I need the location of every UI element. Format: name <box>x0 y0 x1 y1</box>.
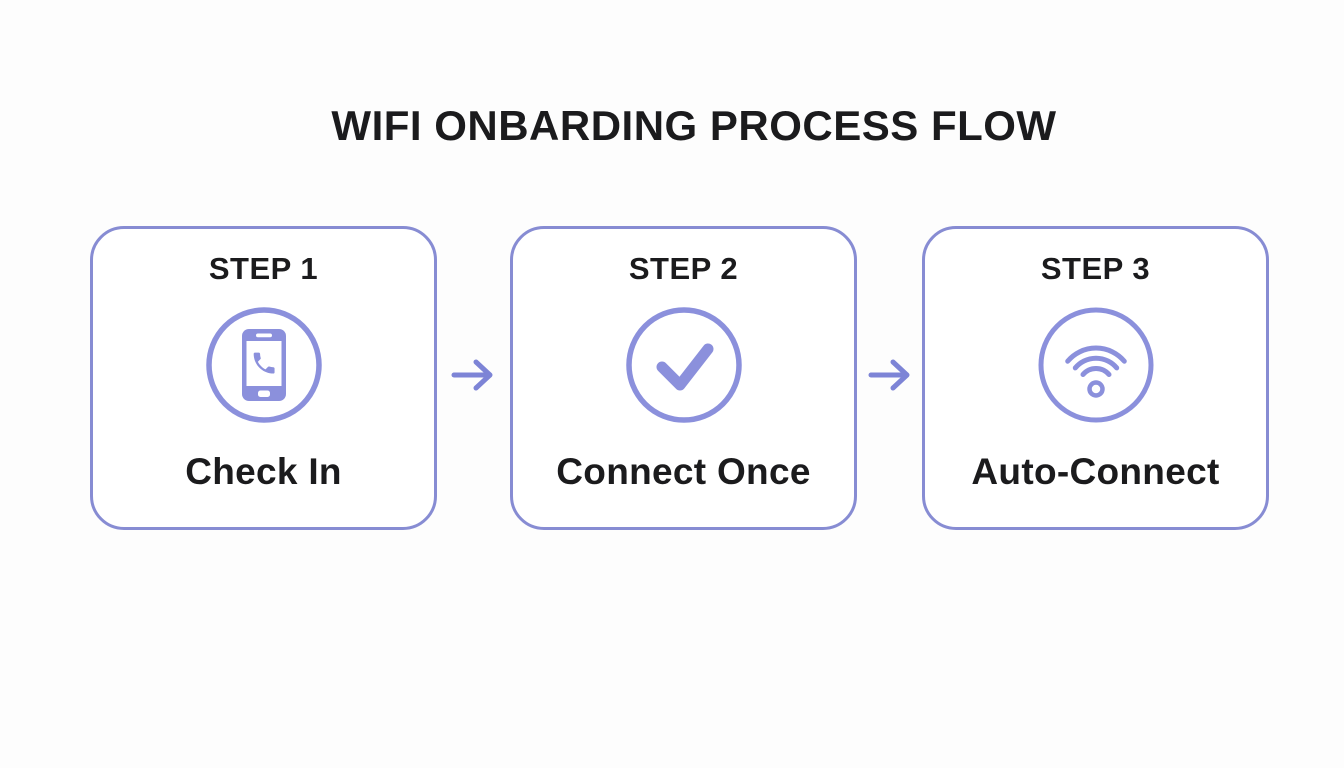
step-label: STEP 3 <box>1040 251 1151 286</box>
step-label: STEP 2 <box>628 251 739 286</box>
step-card-2: STEP 2 Connect Once <box>510 226 857 530</box>
check-circle-icon <box>624 305 744 425</box>
wifi-icon <box>1036 305 1156 425</box>
step-card-1: STEP 1 Check In <box>90 226 437 530</box>
step-card-3: STEP 3 Auto-Connect <box>922 226 1269 530</box>
arrow-right-icon <box>451 353 495 397</box>
step-name: Check In <box>185 451 342 492</box>
arrow-right-icon <box>868 353 912 397</box>
step-name: Connect Once <box>556 451 811 492</box>
step-label: STEP 1 <box>208 251 319 286</box>
page-title: WIFI ONBARDING PROCESS FLOW <box>331 102 1057 149</box>
phone-icon <box>204 305 324 425</box>
step-name: Auto-Connect <box>971 451 1220 492</box>
